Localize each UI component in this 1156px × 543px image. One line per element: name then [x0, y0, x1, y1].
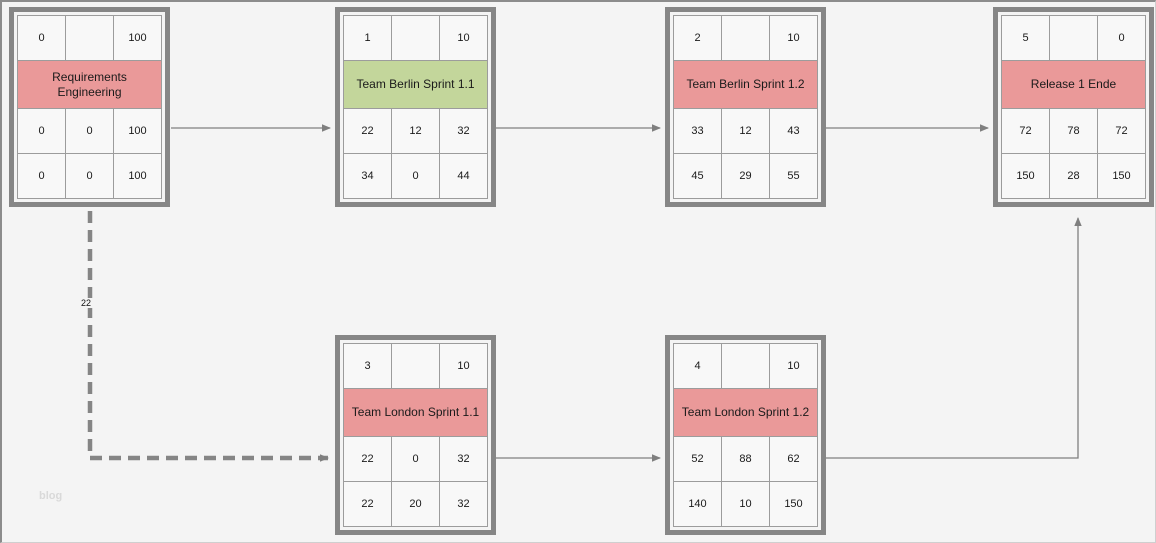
cell: 32	[439, 108, 488, 154]
cell: 10	[439, 343, 488, 389]
cell: 20	[391, 481, 440, 527]
cell: 3	[343, 343, 392, 389]
node-grid: 1 10 Team Berlin Sprint 1.1 22 12 32 34 …	[343, 15, 488, 199]
cell-early-start: 0	[17, 15, 66, 61]
cell: 10	[769, 15, 818, 61]
node-team-berlin-sprint-1-1: 1 10 Team Berlin Sprint 1.1 22 12 32 34 …	[335, 7, 496, 207]
cell: 1	[343, 15, 392, 61]
node-team-london-sprint-1-1: 3 10 Team London Sprint 1.1 22 0 32 22 2…	[335, 335, 496, 535]
cell-blank	[721, 15, 770, 61]
node-title: Team Berlin Sprint 1.1	[343, 60, 488, 109]
cell-blank	[391, 343, 440, 389]
node-team-berlin-sprint-1-2: 2 10 Team Berlin Sprint 1.2 33 12 43 45 …	[665, 7, 826, 207]
cell: 29	[721, 153, 770, 199]
cell: 78	[1049, 108, 1098, 154]
cell: 33	[673, 108, 722, 154]
cell: 62	[769, 436, 818, 482]
watermark-text: blog	[39, 490, 63, 502]
cell: 32	[439, 436, 488, 482]
cell: 150	[1001, 153, 1050, 199]
node-grid: 0 100 Requirements Engineering 0 0 100 0…	[17, 15, 162, 199]
edge-london12-to-release	[826, 217, 1082, 459]
cell: 88	[721, 436, 770, 482]
node-grid: 4 10 Team London Sprint 1.2 52 88 62 140…	[673, 343, 818, 527]
edge-label-22: 22	[76, 298, 96, 308]
node-grid: 2 10 Team Berlin Sprint 1.2 33 12 43 45 …	[673, 15, 818, 199]
node-grid: 3 10 Team London Sprint 1.1 22 0 32 22 2…	[343, 343, 488, 527]
node-team-london-sprint-1-2: 4 10 Team London Sprint 1.2 52 88 62 140…	[665, 335, 826, 535]
node-title: Release 1 Ende	[1001, 60, 1146, 109]
cell: 0	[17, 108, 66, 154]
cell: 72	[1097, 108, 1146, 154]
edge-req-to-london11-dashed	[87, 211, 329, 462]
cell: 45	[673, 153, 722, 199]
cell: 4	[673, 343, 722, 389]
cell: 100	[113, 153, 162, 199]
cell: 28	[1049, 153, 1098, 199]
cell: 0	[391, 436, 440, 482]
cell-early-finish: 100	[113, 15, 162, 61]
cell: 22	[343, 481, 392, 527]
cell: 34	[343, 153, 392, 199]
node-release-1-ende: 5 0 Release 1 Ende 72 78 72 150 28 150	[993, 7, 1154, 207]
cell: 22	[343, 436, 392, 482]
cell-blank	[391, 15, 440, 61]
cell: 10	[439, 15, 488, 61]
cell: 0	[17, 153, 66, 199]
cell: 100	[113, 108, 162, 154]
node-grid: 5 0 Release 1 Ende 72 78 72 150 28 150	[1001, 15, 1146, 199]
cell-blank	[65, 15, 114, 61]
node-title: Team London Sprint 1.2	[673, 388, 818, 437]
cell: 12	[721, 108, 770, 154]
node-title: Team London Sprint 1.1	[343, 388, 488, 437]
cell: 0	[65, 153, 114, 199]
node-title: Team Berlin Sprint 1.2	[673, 60, 818, 109]
cell: 10	[769, 343, 818, 389]
cell: 0	[391, 153, 440, 199]
cell: 0	[65, 108, 114, 154]
cell: 32	[439, 481, 488, 527]
cell: 2	[673, 15, 722, 61]
cell: 52	[673, 436, 722, 482]
cell: 43	[769, 108, 818, 154]
cell-blank	[1049, 15, 1098, 61]
cell: 5	[1001, 15, 1050, 61]
cell: 22	[343, 108, 392, 154]
cell-blank	[721, 343, 770, 389]
node-requirements-engineering: 0 100 Requirements Engineering 0 0 100 0…	[9, 7, 170, 207]
cell: 0	[1097, 15, 1146, 61]
node-title: Requirements Engineering	[17, 60, 162, 109]
cell: 44	[439, 153, 488, 199]
cell: 150	[1097, 153, 1146, 199]
cell: 72	[1001, 108, 1050, 154]
cell: 140	[673, 481, 722, 527]
cell: 150	[769, 481, 818, 527]
cell: 12	[391, 108, 440, 154]
cell: 55	[769, 153, 818, 199]
cell: 10	[721, 481, 770, 527]
